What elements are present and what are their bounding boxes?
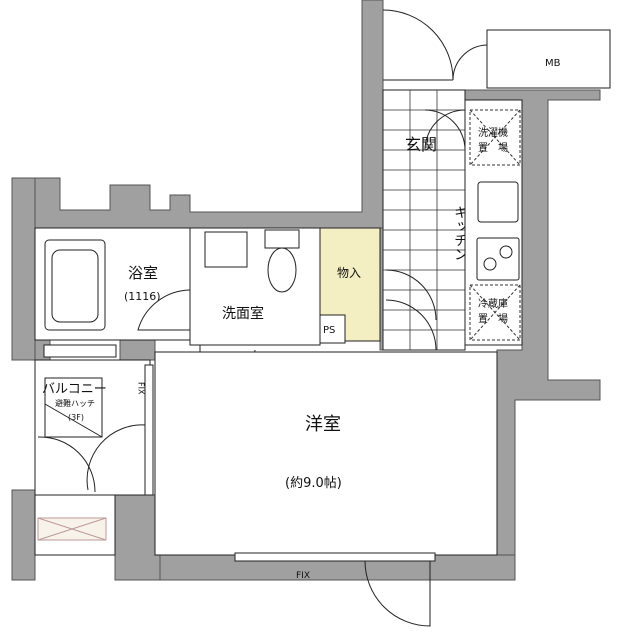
escape-hatch bbox=[44, 377, 103, 438]
pipe-space bbox=[319, 314, 346, 344]
bathroom-door[interactable] bbox=[137, 289, 191, 331]
entrance-kitchen-floor bbox=[382, 89, 466, 351]
washer-space bbox=[469, 109, 521, 166]
washer-label-1: 洗濯機 bbox=[478, 126, 508, 139]
western-room bbox=[154, 351, 498, 556]
kitchen-label: キッチン bbox=[452, 205, 468, 261]
toilet-bowl bbox=[267, 247, 297, 293]
fix-side-label: FIX bbox=[137, 382, 146, 395]
entry-door[interactable] bbox=[382, 9, 454, 81]
balcony-label: バルコニー bbox=[42, 382, 107, 397]
washer-label-2: 置 場 bbox=[478, 141, 508, 154]
washroom bbox=[189, 227, 321, 346]
hatch-floor-label: (3F) bbox=[68, 413, 84, 422]
balcony-door[interactable] bbox=[37, 424, 146, 493]
bathroom bbox=[34, 227, 191, 341]
sink bbox=[477, 181, 519, 223]
fridge-label-2: 置 場 bbox=[478, 312, 508, 325]
stove bbox=[476, 237, 520, 281]
floor-tiles bbox=[383, 90, 465, 350]
balcony bbox=[34, 359, 151, 496]
entrance-inner-door[interactable] bbox=[424, 109, 466, 151]
bathroom-size: (1116) bbox=[124, 290, 161, 303]
washbasin bbox=[204, 231, 248, 268]
mb-door[interactable] bbox=[452, 44, 488, 81]
hatch-label: 避難ハッチ bbox=[55, 398, 95, 408]
western-room-label: 洋室 bbox=[305, 414, 341, 435]
balcony-window[interactable] bbox=[43, 344, 117, 358]
wall-balcony-bottom bbox=[11, 489, 36, 581]
fridge-label-1: 冷蔵庫 bbox=[478, 297, 508, 310]
ps-label: PS bbox=[323, 325, 335, 336]
wall-top-bath bbox=[34, 0, 384, 229]
side-window-fix[interactable] bbox=[144, 364, 154, 496]
storage-label: 物入 bbox=[337, 266, 361, 280]
western-room-size: (約9.0帖) bbox=[285, 476, 342, 491]
wall-balcony-right bbox=[114, 494, 161, 581]
mb-label: MB bbox=[545, 58, 561, 69]
bottom-window-door[interactable] bbox=[364, 560, 431, 627]
burner-icon bbox=[499, 245, 513, 259]
fix-bottom-label: FIX bbox=[296, 571, 310, 581]
storage-door[interactable] bbox=[385, 269, 437, 351]
wall-upper-left bbox=[11, 177, 36, 361]
burner-icon bbox=[483, 257, 497, 271]
bottom-window-fix[interactable] bbox=[234, 552, 436, 562]
entrance-label: 玄関 bbox=[405, 135, 437, 154]
fridge-space bbox=[469, 284, 521, 341]
mb-closet bbox=[486, 29, 611, 89]
bathroom-label: 浴室 bbox=[128, 264, 158, 282]
bathtub bbox=[44, 239, 106, 331]
washroom-label: 洗面室 bbox=[222, 305, 264, 322]
